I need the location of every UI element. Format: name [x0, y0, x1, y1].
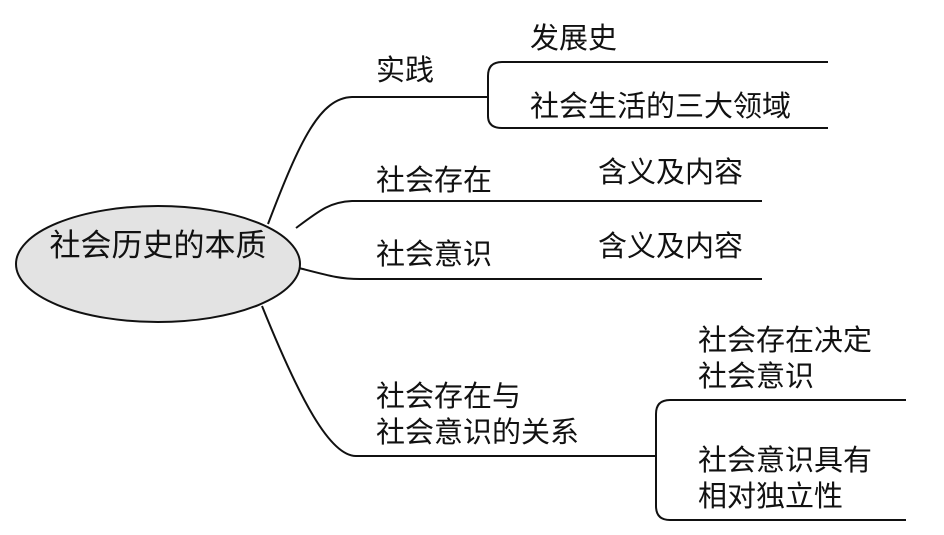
- branch-line-social-existence: [295, 200, 762, 229]
- central-node-ellipse: [15, 205, 301, 323]
- branch-label-relation-line1: 社会存在与: [376, 379, 522, 413]
- leaf-development-history: 发展史: [530, 21, 618, 55]
- branch-label-relation-line2: 社会意识的关系: [376, 415, 580, 449]
- branch-line-practice: [267, 96, 488, 225]
- central-topic: 社会历史的本质: [49, 228, 267, 264]
- branch-label-social-consciousness: 社会意识: [376, 237, 493, 271]
- bracket-relation: [655, 399, 906, 521]
- leaf-consciousness-meaning: 含义及内容: [598, 229, 744, 263]
- leaf-existence-meaning: 含义及内容: [598, 155, 744, 189]
- bracket-practice: [487, 61, 828, 129]
- branch-line-social-consciousness: [298, 267, 762, 280]
- branch-label-social-existence: 社会存在: [376, 163, 493, 197]
- leaf-existence-determines-line2: 社会意识: [698, 359, 815, 393]
- leaf-three-domains: 社会生活的三大领域: [530, 89, 792, 123]
- leaf-relative-independence-line1: 社会意识具有: [698, 443, 873, 477]
- leaf-relative-independence-line2: 相对独立性: [698, 479, 844, 513]
- branch-label-practice: 实践: [376, 53, 435, 87]
- branch-line-relation: [261, 305, 656, 457]
- leaf-existence-determines-line1: 社会存在决定: [698, 323, 873, 357]
